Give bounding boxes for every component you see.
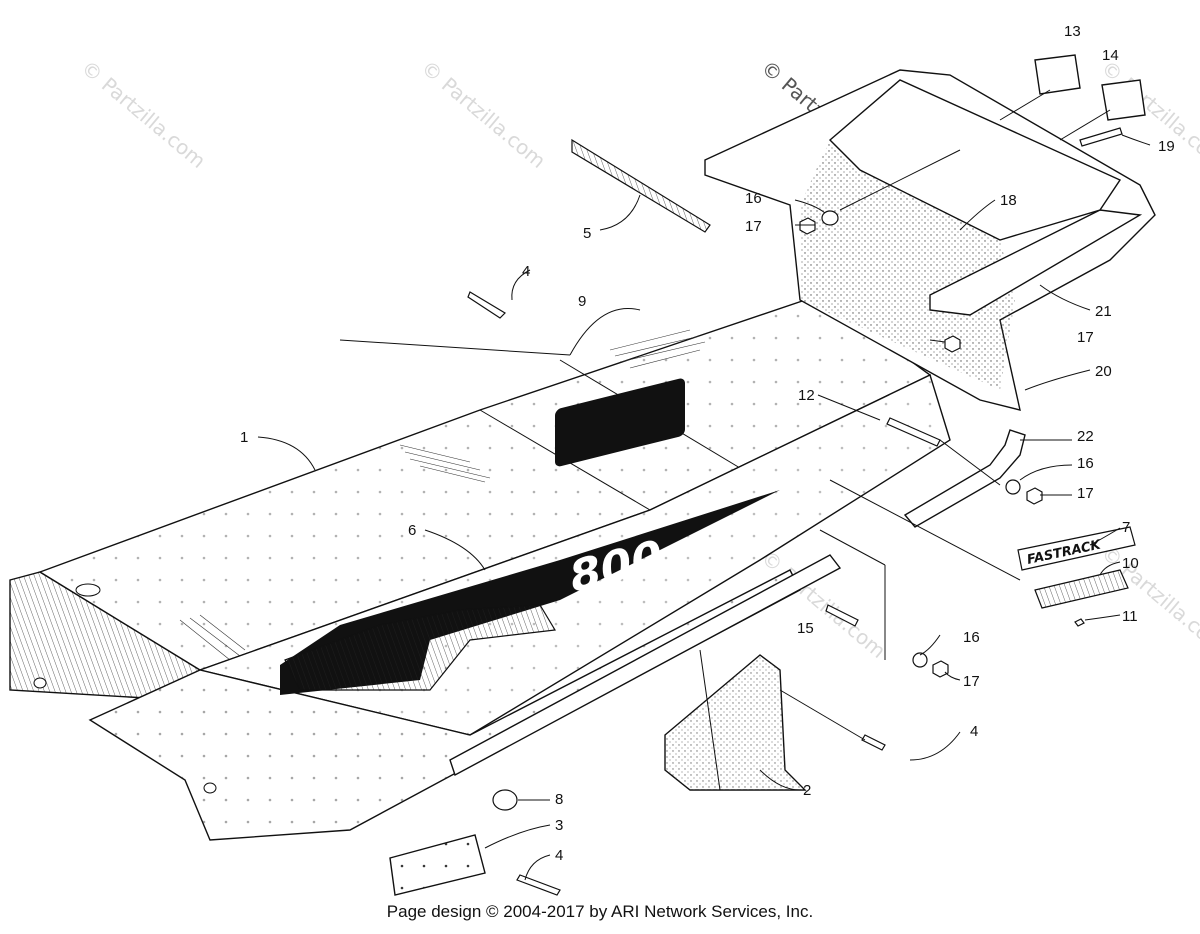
- decal-13: [1034, 54, 1081, 95]
- bumper-rail-21: [929, 209, 1143, 316]
- bumper-top-rail: [828, 79, 1122, 241]
- callout-11: 11: [1122, 608, 1138, 625]
- hardware: [467, 127, 1123, 896]
- snowflap-5: [571, 138, 711, 233]
- callout-19: 19: [1158, 138, 1175, 155]
- side-rail: [449, 554, 842, 777]
- callout-17-mid: 17: [1077, 485, 1094, 502]
- callout-labels: 1 2 3 4 4 4 4 5 6 7 8 9 10 11 12 13 14 1…: [240, 23, 1175, 864]
- callout-1: 1: [240, 429, 248, 446]
- callout-17-top: 17: [745, 218, 762, 235]
- callout-14: 14: [1102, 47, 1119, 64]
- leader-lines: [257, 89, 1151, 881]
- callout-17-upper: 17: [1077, 329, 1094, 346]
- callout-7: 7: [1122, 519, 1130, 536]
- callout-5: 5: [583, 225, 591, 242]
- callout-4-right: 4: [970, 723, 978, 740]
- callout-22: 22: [1077, 428, 1094, 445]
- callout-4-bottom: 4: [555, 847, 563, 864]
- decal-14: [1101, 79, 1146, 121]
- watermark-text: © Partzilla.com: [77, 55, 211, 173]
- watermark-text: © Partzilla.com: [417, 55, 551, 173]
- callout-6: 6: [408, 522, 416, 539]
- callout-20: 20: [1095, 363, 1112, 380]
- callout-10: 10: [1122, 555, 1139, 572]
- callout-9: 9: [578, 293, 586, 310]
- callout-16-mid: 16: [1077, 455, 1094, 472]
- callout-17-low: 17: [963, 673, 980, 690]
- callout-12: 12: [798, 387, 815, 404]
- tunnel-top-dots: [40, 295, 930, 670]
- callout-4-top: 4: [522, 263, 530, 280]
- callout-15: 15: [797, 620, 814, 637]
- callout-2: 2: [803, 782, 811, 799]
- reflector-10: [1034, 569, 1129, 609]
- footer-copyright: Page design © 2004-2017 by ARI Network S…: [386, 902, 814, 921]
- callout-21: 21: [1095, 303, 1112, 320]
- callout-13: 13: [1064, 23, 1081, 40]
- callout-18: 18: [1000, 192, 1017, 209]
- watermark-text: © Partzilla.com: [1097, 540, 1200, 658]
- callout-16-top: 16: [745, 190, 762, 207]
- checker-flag: [284, 604, 556, 691]
- surface-shading: [179, 329, 706, 661]
- callout-16-low: 16: [963, 629, 980, 646]
- handle-22: [903, 429, 1026, 528]
- callout-3: 3: [555, 817, 563, 834]
- callout-8: 8: [555, 791, 563, 808]
